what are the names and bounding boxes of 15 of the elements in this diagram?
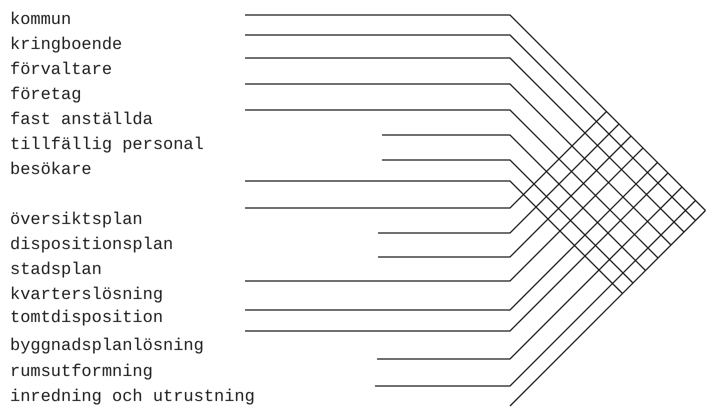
row-label: stadsplan <box>10 261 102 281</box>
row-label: byggnadsplanlösning <box>10 337 204 357</box>
row-label: företag <box>10 86 82 106</box>
row-label: fast anställda <box>10 111 153 131</box>
row-label: besökare <box>10 161 92 181</box>
row-label: tomtdisposition <box>10 309 164 329</box>
row-label: inredning och utrustning <box>10 388 255 408</box>
row-label: tillfällig personal <box>10 136 204 156</box>
row-label: översiktsplan <box>10 211 143 231</box>
row-label: kvarterslösning <box>10 286 164 306</box>
row-label: kringboende <box>10 36 122 56</box>
row-label: rumsutformning <box>10 363 153 383</box>
row-label: kommun <box>10 11 72 31</box>
row-label: dispositionsplan <box>10 236 174 256</box>
row-label: förvaltare <box>10 61 112 81</box>
